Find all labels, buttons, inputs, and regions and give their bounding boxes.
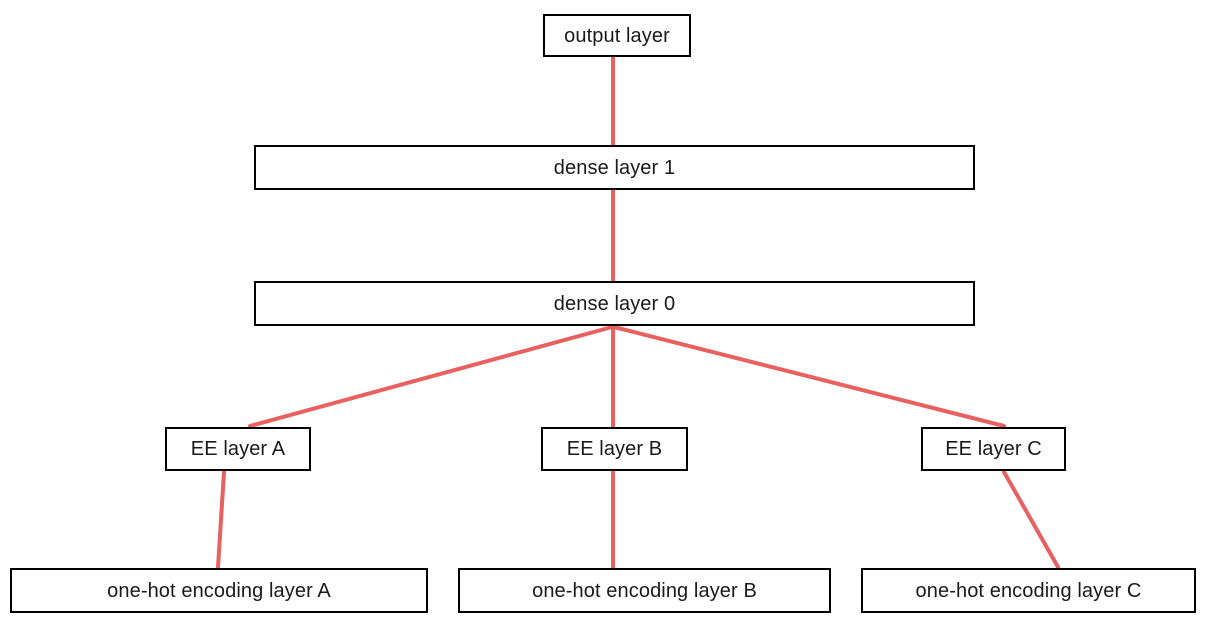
- node-ee-layer-b-label: EE layer B: [566, 438, 663, 460]
- edge-eec-to-dense0: [612, 325, 1006, 428]
- node-output-layer-label: output layer: [564, 24, 670, 47]
- node-ee-layer-c[interactable]: EE layer C: [921, 427, 1066, 471]
- node-onehot-encoding-layer-c-label: one-hot encoding layer C: [915, 579, 1142, 602]
- node-onehot-encoding-layer-a-label: one-hot encoding layer A: [107, 579, 331, 602]
- edge-onehotc-to-eec: [1002, 470, 1060, 569]
- edge-eea-to-dense0: [248, 325, 614, 428]
- edge-onehota-to-eea: [216, 470, 226, 569]
- node-ee-layer-a-label: EE layer A: [190, 438, 286, 460]
- node-output-layer[interactable]: output layer: [543, 14, 691, 57]
- node-dense-layer-0[interactable]: dense layer 0: [254, 281, 975, 326]
- node-dense-layer-1[interactable]: dense layer 1: [254, 145, 975, 190]
- node-ee-layer-b[interactable]: EE layer B: [541, 427, 688, 471]
- node-dense-layer-1-label: dense layer 1: [553, 156, 676, 179]
- node-onehot-encoding-layer-b-label: one-hot encoding layer B: [532, 579, 757, 602]
- node-dense-layer-0-label: dense layer 0: [553, 292, 676, 315]
- node-onehot-encoding-layer-a[interactable]: one-hot encoding layer A: [10, 568, 428, 613]
- node-ee-layer-c-label: EE layer C: [945, 438, 1042, 460]
- node-onehot-encoding-layer-b[interactable]: one-hot encoding layer B: [458, 568, 831, 613]
- node-onehot-encoding-layer-c[interactable]: one-hot encoding layer C: [861, 568, 1196, 613]
- node-ee-layer-a[interactable]: EE layer A: [165, 427, 311, 471]
